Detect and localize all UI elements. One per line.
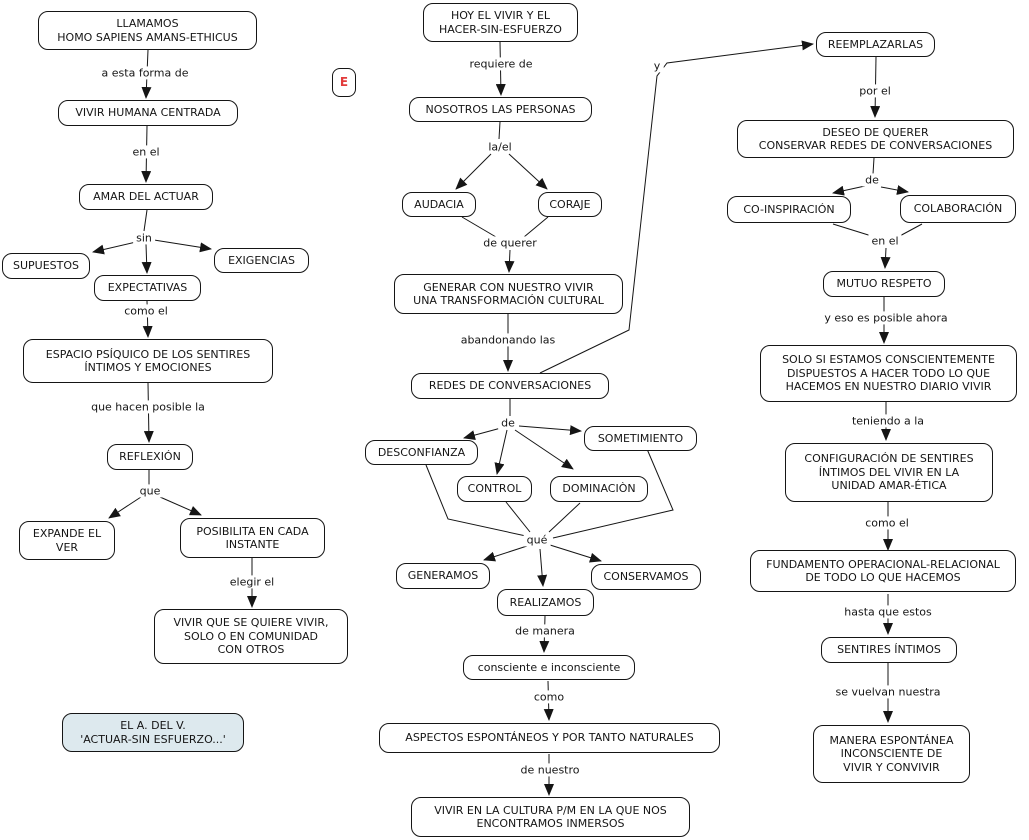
node-sometimiento: SOMETIMIENTO — [584, 426, 697, 451]
node-amar-del-actuar: AMAR DEL ACTUAR — [79, 184, 213, 210]
node-solo-si-estamos: SOLO SI ESTAMOS CONSCIENTEMENTE DISPUEST… — [760, 345, 1017, 402]
edge-line — [880, 185, 909, 195]
node-nosotros-las-personas: NOSOTROS LAS PERSONAS — [409, 97, 592, 122]
node-llamamos: LLAMAMOS HOMO SAPIENS AMANS-ETHICUS — [38, 11, 257, 50]
edge-label-requiere-de: requiere de — [466, 57, 536, 71]
edge-line — [425, 464, 527, 537]
edge-label-que-hacen-posible-la: que hacen posible la — [88, 400, 208, 414]
edge-label-teniendo-a-la: teniendo a la — [848, 414, 928, 428]
node-dominacion: DOMINACIÒN — [550, 476, 648, 502]
node-reflexion: REFLEXIÓN — [107, 444, 193, 470]
edge-line — [514, 429, 574, 470]
node-coraje: CORAJE — [538, 192, 602, 217]
node-realizamos: REALIZAMOS — [497, 589, 594, 616]
node-reemplazarlas: REEMPLAZARLAS — [816, 32, 935, 57]
edge-line — [523, 216, 549, 238]
edge-label-de-querer: de querer — [480, 236, 540, 250]
edge-line — [153, 239, 212, 253]
edge-label-como: como — [530, 690, 568, 704]
node-vivir-que-se-quiere-vivir: VIVIR QUE SE QUIERE VIVIR, SOLO O EN COM… — [154, 609, 348, 664]
node-colaboracion: COLABORACIÓN — [900, 195, 1016, 223]
node-vivir-en-la-cultura: VIVIR EN LA CULTURA P/M EN LA QUE NOS EN… — [411, 797, 690, 837]
edge-line — [108, 496, 142, 519]
edge-label-en-el-1: en el — [129, 145, 163, 159]
edge-line — [92, 241, 137, 255]
edge-line — [537, 548, 548, 587]
edge-label-la-el: la/el — [485, 140, 515, 154]
node-expectativas: EXPECTATIVAS — [94, 275, 201, 301]
node-mutuo-respeto: MUTUO RESPETO — [823, 271, 945, 297]
edge-line — [461, 216, 497, 238]
node-expande-el-ver: EXPANDE EL VER — [19, 521, 115, 560]
edge-label-como-el-1: como el — [121, 304, 171, 318]
edge-line — [143, 209, 148, 232]
node-espacio-psiquico: ESPACIO PSÍQUICO DE LOS SENTIRES ÍNTIMOS… — [23, 339, 273, 383]
node-e-badge: E — [332, 68, 356, 97]
edge-label-que-2: qué — [523, 533, 551, 547]
node-generamos: GENERAMOS — [396, 563, 490, 589]
node-supuestos: SUPUESTOS — [2, 253, 90, 279]
node-sentires-intimos: SENTIRES ÍNTIMOS — [821, 637, 957, 663]
edge-line — [483, 545, 528, 562]
edge-label-y-eso-es-posible-ahora: y eso es posible ahora — [821, 311, 951, 325]
edge-label-de-2: de — [862, 173, 882, 187]
edge-label-hasta-que-estos: hasta que estos — [841, 605, 935, 619]
edge-label-elegir-el: elegir el — [226, 575, 278, 589]
node-configuracion-de-sentires: CONFIGURACIÓN DE SENTIRES ÍNTIMOS DEL VI… — [785, 443, 993, 502]
edge-label-a-esta-forma-de: a esta forma de — [98, 66, 192, 80]
edge-line — [463, 427, 502, 440]
edge-label-de-manera: de manera — [512, 624, 578, 638]
edge-label-sin: sin — [133, 231, 155, 245]
edge-line — [880, 247, 891, 269]
edge-label-por-el: por el — [856, 84, 894, 98]
node-aspectos-espontaneos: ASPECTOS ESPONTÁNEOS Y POR TANTO NATURAL… — [379, 723, 720, 753]
node-control: CONTROL — [457, 476, 532, 502]
node-vivir-humana-centrada: VIVIR HUMANA CENTRADA — [58, 100, 238, 126]
edge-line — [539, 40, 814, 374]
edge-line — [505, 501, 531, 533]
node-conservamos: CONSERVAMOS — [591, 564, 701, 590]
node-posibilita-en-cada-instante: POSIBILITA EN CADA INSTANTE — [180, 518, 325, 558]
node-redes-de-conversaciones: REDES DE CONVERSACIONES — [411, 373, 609, 399]
edge-label-abandonando-las: abandonando las — [457, 333, 559, 347]
edge-line — [494, 429, 508, 475]
edge-label-en-el-2: en el — [868, 234, 902, 248]
edge-label-como-el-2: como el — [862, 516, 912, 530]
edge-line — [141, 243, 152, 274]
node-consciente-e-inconsciente: consciente e inconsciente — [463, 655, 635, 680]
node-audacia: AUDACIA — [402, 192, 476, 217]
edge-line — [455, 153, 492, 190]
edge-line — [504, 249, 515, 273]
edge-label-de-nuestro: de nuestro — [517, 763, 583, 777]
node-el-a-del-v: EL A. DEL V. 'ACTUAR-SIN ESFUERZO...' — [62, 713, 244, 752]
node-hoy-el-vivir: HOY EL VIVIR Y EL HACER-SIN-ESFUERZO — [423, 3, 578, 42]
edge-line — [832, 185, 866, 196]
node-desconfianza: DESCONFIANZA — [365, 440, 478, 465]
edge-line — [159, 496, 202, 516]
node-co-inspiracion: CO-INSPIRACIÓN — [727, 196, 851, 223]
edge-line — [549, 544, 602, 563]
edge-label-de-1: de — [498, 416, 518, 430]
edge-label-que: que — [136, 484, 164, 498]
edge-line — [872, 157, 875, 175]
node-deseo-de-querer: DESEO DE QUERER CONSERVAR REDES DE CONVE… — [737, 120, 1014, 158]
edge-label-y: y — [650, 59, 664, 73]
node-generar-transformacion: GENERAR CON NUESTRO VIVIR UNA TRANSFORMA… — [394, 274, 623, 314]
edge-label-se-vuelvan-nuestra: se vuelvan nuestra — [832, 685, 944, 699]
edge-line — [508, 153, 548, 190]
edge-line — [518, 425, 582, 436]
edge-line — [548, 502, 581, 533]
edge-line — [552, 448, 674, 539]
node-fundamento-operacional: FUNDAMENTO OPERACIONAL-RELACIONAL DE TOD… — [750, 550, 1016, 592]
node-manera-espontanea: MANERA ESPONTÁNEA INCONSCIENTE DE VIVIR … — [813, 725, 970, 783]
edge-line — [498, 121, 501, 140]
node-exigencias: EXIGENCIAS — [214, 248, 309, 273]
